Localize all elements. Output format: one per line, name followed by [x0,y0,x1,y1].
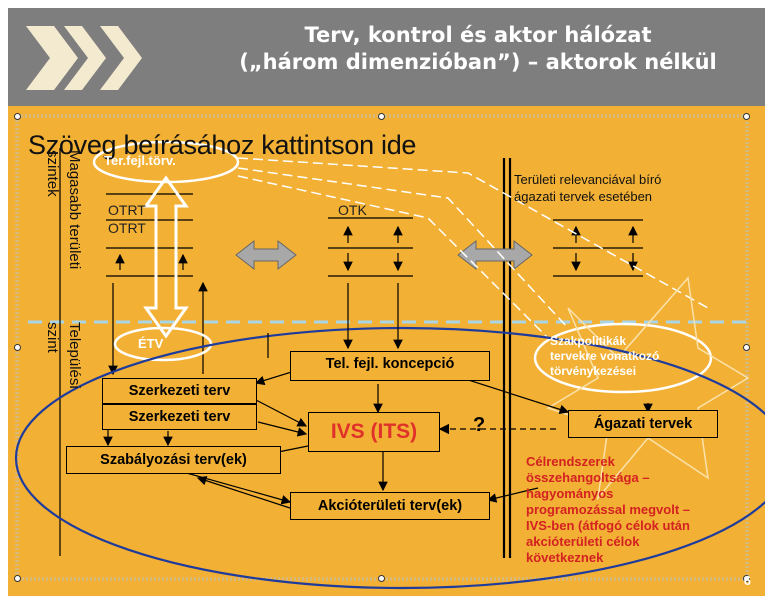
double-arrow-right-icon [457,239,533,271]
left-small-arrows [108,253,208,376]
akcioteruleti-terv-box[interactable]: Akcióterületi terv(ek) [290,492,490,520]
page-number: 6 [743,573,751,588]
double-arrow-left-icon [235,239,297,271]
label-telepulesi: Települési [66,322,83,389]
red-note-line-4: programozással megvolt – [526,502,690,517]
resize-handle-right[interactable] [743,344,750,351]
ter-fejl-torv-label: Ter.fejl.törv. [104,153,176,168]
resize-handle-top-right[interactable] [743,113,750,120]
title-line-1: Terv, kontrol és aktor hálózat [304,23,652,47]
szakpolitikak-ellipse [533,322,713,394]
slide-header: Terv, kontrol és aktor hálózat („három d… [8,8,765,106]
label-szint: szint [44,322,61,353]
ivs-box[interactable]: IVS (ITS) [308,412,440,452]
white-dashed-arrows [237,157,709,339]
red-note: Célrendszerek összehangoltsága – hagyomá… [526,454,690,566]
resize-handle-left[interactable] [14,344,21,351]
sectoral-note-line-2: ágazati tervek esetében [514,189,653,204]
right-column-lines [553,219,643,277]
middle-column-lines [328,217,413,277]
vertical-white-arrow-icon [143,175,189,339]
question-mark: ? [473,414,486,436]
resize-handle-bottom-right[interactable] [743,575,750,582]
szerkezeti-terv-box-1[interactable]: Szerkezeti terv [102,378,257,404]
otk-label: OTK [338,202,367,218]
middle-small-arrows [343,225,403,272]
slide[interactable]: Terv, kontrol és aktor hálózat („három d… [8,8,765,596]
label-magasabb-teruleti: Magasabb területi [66,150,83,270]
resize-handle-bottom-left[interactable] [14,575,21,582]
otrt-label: OTRT [108,202,146,218]
red-note-line-1: Célrendszerek [526,454,615,469]
right-small-arrows [571,225,638,272]
agazati-tervek-box[interactable]: Ágazati tervek [568,410,718,438]
resize-handle-bottom[interactable] [378,575,385,582]
ter-fejl-torv-ellipse [92,140,240,184]
tel-fejl-koncepcio-box[interactable]: Tel. fejl. koncepció [290,351,490,381]
red-note-line-3: hagyományos [526,486,614,501]
content-placeholder[interactable]: Szöveg beírásához kattintson ide [28,130,417,160]
red-note-line-2: összehangoltsága – [526,470,650,485]
left-column-lines [106,193,193,277]
decorative-star-shape [546,276,750,501]
sectoral-note: Területi relevanciával bíró ágazati terv… [514,171,661,205]
logo-icon [26,26,142,90]
resize-handle-top[interactable] [378,113,385,120]
bubble-line-3: törvénykezései [550,364,637,378]
etv-label: ÉTV [138,336,164,351]
bubble-line-2: tervekre vonatkozó [550,349,660,363]
szerkezeti-terv-box-2[interactable]: Szerkezeti terv [102,404,257,430]
red-note-line-7: következnek [526,550,604,565]
szakpolitikak-text: Szakpolitikák tervekre vonatkozó törvény… [550,334,659,379]
resize-handle-top-left[interactable] [14,113,21,120]
slide-title: Terv, kontrol és aktor hálózat („három d… [198,22,758,76]
lower-level-ellipse [15,326,765,590]
bubble-line-1: Szakpolitikák [550,334,627,348]
title-line-2: („három dimenzióban”) – aktorok nélkül [239,50,717,74]
szabalyozasi-terv-box[interactable]: Szabályozási terv(ek) [66,446,281,474]
red-note-line-5: IVS-ben (átfogó célok után [526,518,690,533]
sectoral-note-line-1: Területi relevanciával bíró [514,172,662,187]
label-szintek: szintek [44,150,61,197]
red-note-line-6: akcióterületi célok [526,534,640,549]
oirt-label: OTRT [108,220,146,236]
